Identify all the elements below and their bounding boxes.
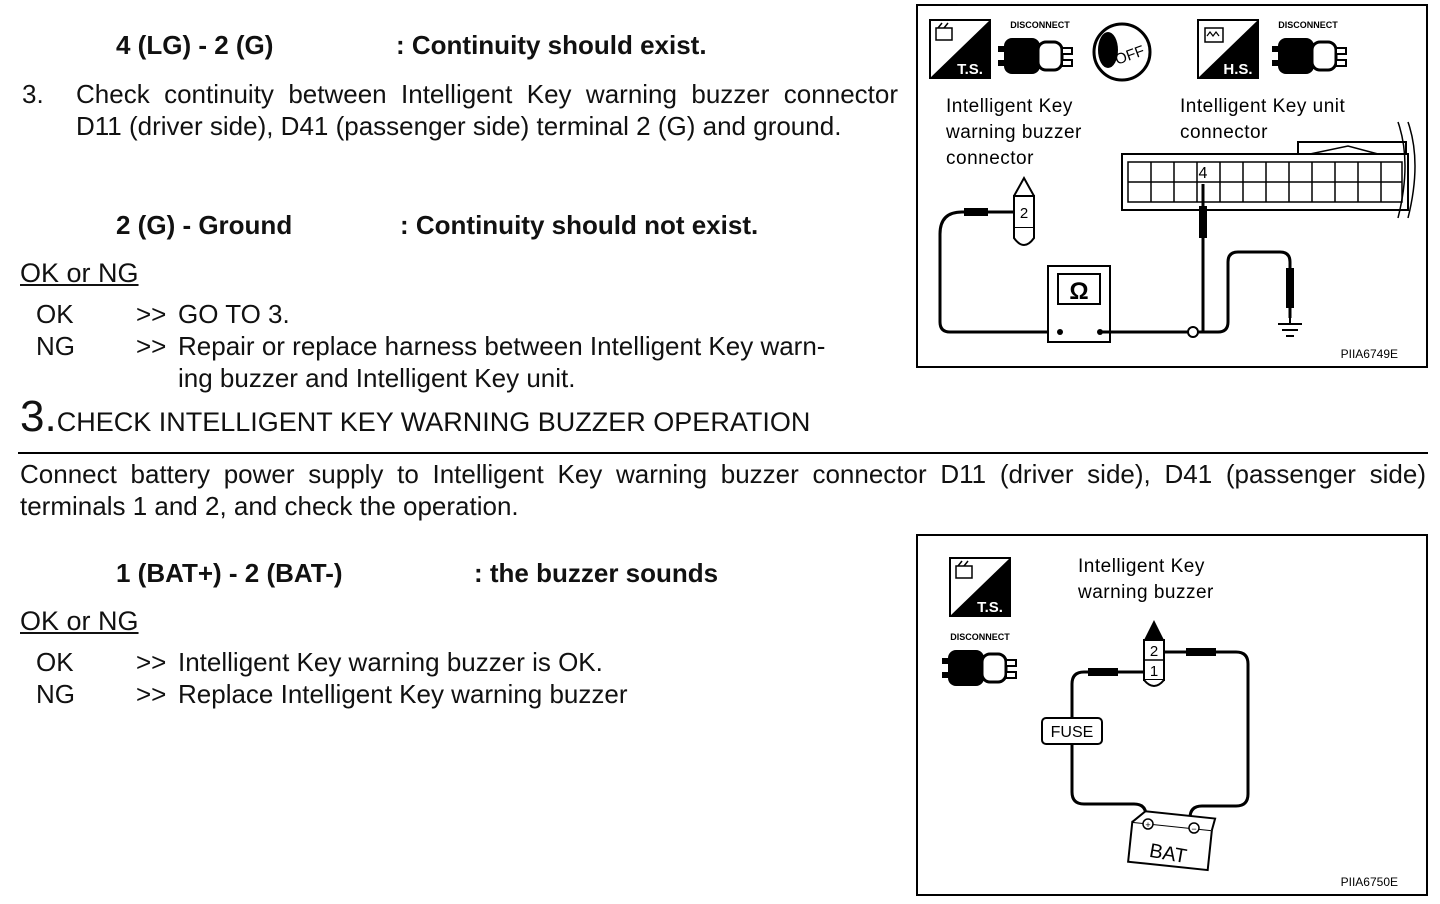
step-3-number: 3. xyxy=(20,392,57,441)
figure-buzzer-operation: T.S. DISCONNECT Intelligent Key warning … xyxy=(916,534,1428,896)
ok-arrow: >> xyxy=(136,647,167,677)
ok-key: OK xyxy=(36,299,74,329)
ts-icon: T.S. xyxy=(929,19,991,79)
step-3-title: CHECK INTELLIGENT KEY WARNING BUZZER OPE… xyxy=(56,407,811,437)
buzzer-operation-diagram: T.S. DISCONNECT Intelligent Key warning … xyxy=(942,556,1398,889)
ground-symbol xyxy=(1278,323,1302,337)
hs-icon: H.S. xyxy=(1197,19,1259,79)
ok-ng-responses-step2: OK >> GO TO 3. NG >> Repair or replace h… xyxy=(36,298,896,398)
ok-or-ng-heading: OK or NG xyxy=(20,258,139,288)
buzzer-connector: 2 1 xyxy=(1143,620,1165,687)
buzzer-connector-label-2: warning buzzer xyxy=(945,122,1082,143)
ng-arrow: >> xyxy=(136,679,167,709)
figure-continuity-check: T.S. DISCONNECT OFF H.S. DISCONNECT xyxy=(916,4,1428,368)
battery-plus: + xyxy=(1145,820,1150,830)
spec-terminals-4-2: 4 (LG) - 2 (G) xyxy=(116,30,274,60)
disconnect-icon: DISCONNECT xyxy=(942,632,1017,686)
section-divider xyxy=(18,452,1428,454)
buzzer-connector: 2 xyxy=(1013,175,1035,246)
ok-arrow: >> xyxy=(136,299,167,329)
item-3-text: Check continuity between Intelligent Key… xyxy=(76,79,898,141)
ng-key: NG xyxy=(36,331,75,361)
ts-label: T.S. xyxy=(957,61,983,78)
unit-connector-label-1: Intelligent Key unit xyxy=(1180,96,1345,117)
step-3-instruction: Connect battery power supply to Intellig… xyxy=(20,459,1426,521)
buzzer-label-2: warning buzzer xyxy=(1077,582,1214,603)
disconnect-icon-2: DISCONNECT xyxy=(1272,20,1347,74)
ok-key: OK xyxy=(36,647,74,677)
buzzer-label-1: Intelligent Key xyxy=(1078,556,1205,577)
battery: + − BAT xyxy=(1127,810,1217,872)
buzzer-terminal-1: 1 xyxy=(1150,663,1158,680)
fuse: FUSE xyxy=(1041,717,1103,745)
unit-terminal-4: 4 xyxy=(1199,165,1208,182)
buzzer-connector-label-3: connector xyxy=(946,148,1034,169)
hs-label: H.S. xyxy=(1223,61,1252,78)
unit-connector-label-2: connector xyxy=(1180,122,1268,143)
disconnect-label-2: DISCONNECT xyxy=(1278,20,1338,30)
battery-minus: − xyxy=(1191,824,1196,834)
buzzer-terminal-2: 2 xyxy=(1150,643,1158,660)
ng-arrow: >> xyxy=(136,331,167,361)
ng-key: NG xyxy=(36,679,75,709)
item-number-3: 3. xyxy=(22,79,44,109)
buzzer-connector-label-1: Intelligent Key xyxy=(946,96,1073,117)
spec-result-continuity-exist: : Continuity should exist. xyxy=(396,30,707,60)
continuity-diagram: T.S. DISCONNECT OFF H.S. DISCONNECT xyxy=(929,19,1416,361)
ok-ng-responses-step3: OK >> Intelligent Key warning buzzer is … xyxy=(36,646,896,716)
ts-label: T.S. xyxy=(977,599,1003,616)
unit-connector: 4 xyxy=(1121,121,1416,219)
ng-action-line2: ing buzzer and Intelligent Key unit. xyxy=(178,363,576,393)
ohmmeter: Ω xyxy=(1047,265,1111,343)
disconnect-label-1: DISCONNECT xyxy=(1010,20,1070,30)
disconnect-label: DISCONNECT xyxy=(950,632,1010,642)
ok-action: GO TO 3. xyxy=(178,299,290,329)
ohm-symbol: Ω xyxy=(1069,278,1088,305)
ts-icon: T.S. xyxy=(949,557,1011,617)
figure-code: PIIA6750E xyxy=(1341,875,1398,889)
ng-action-line1: Repair or replace harness between Intell… xyxy=(178,331,826,361)
spec-terminal-2-ground: 2 (G) - Ground xyxy=(116,210,293,240)
ok-action: Intelligent Key warning buzzer is OK. xyxy=(178,647,603,677)
disconnect-icon: DISCONNECT xyxy=(998,20,1073,74)
fuse-label: FUSE xyxy=(1051,724,1094,741)
ok-or-ng-heading-step3: OK or NG xyxy=(20,606,139,636)
spec-result-continuity-not-exist: : Continuity should not exist. xyxy=(400,210,759,240)
figure-code: PIIA6749E xyxy=(1341,347,1398,361)
ng-action: Replace Intelligent Key warning buzzer xyxy=(178,679,628,709)
spec-result-buzzer-sounds: : the buzzer sounds xyxy=(474,558,719,588)
ignition-off-icon: OFF xyxy=(1092,22,1152,82)
buzzer-terminal-2: 2 xyxy=(1020,205,1028,222)
step-3-heading: 3.CHECK INTELLIGENT KEY WARNING BUZZER O… xyxy=(20,392,810,442)
spec-bat-terminals: 1 (BAT+) - 2 (BAT-) xyxy=(116,558,343,588)
